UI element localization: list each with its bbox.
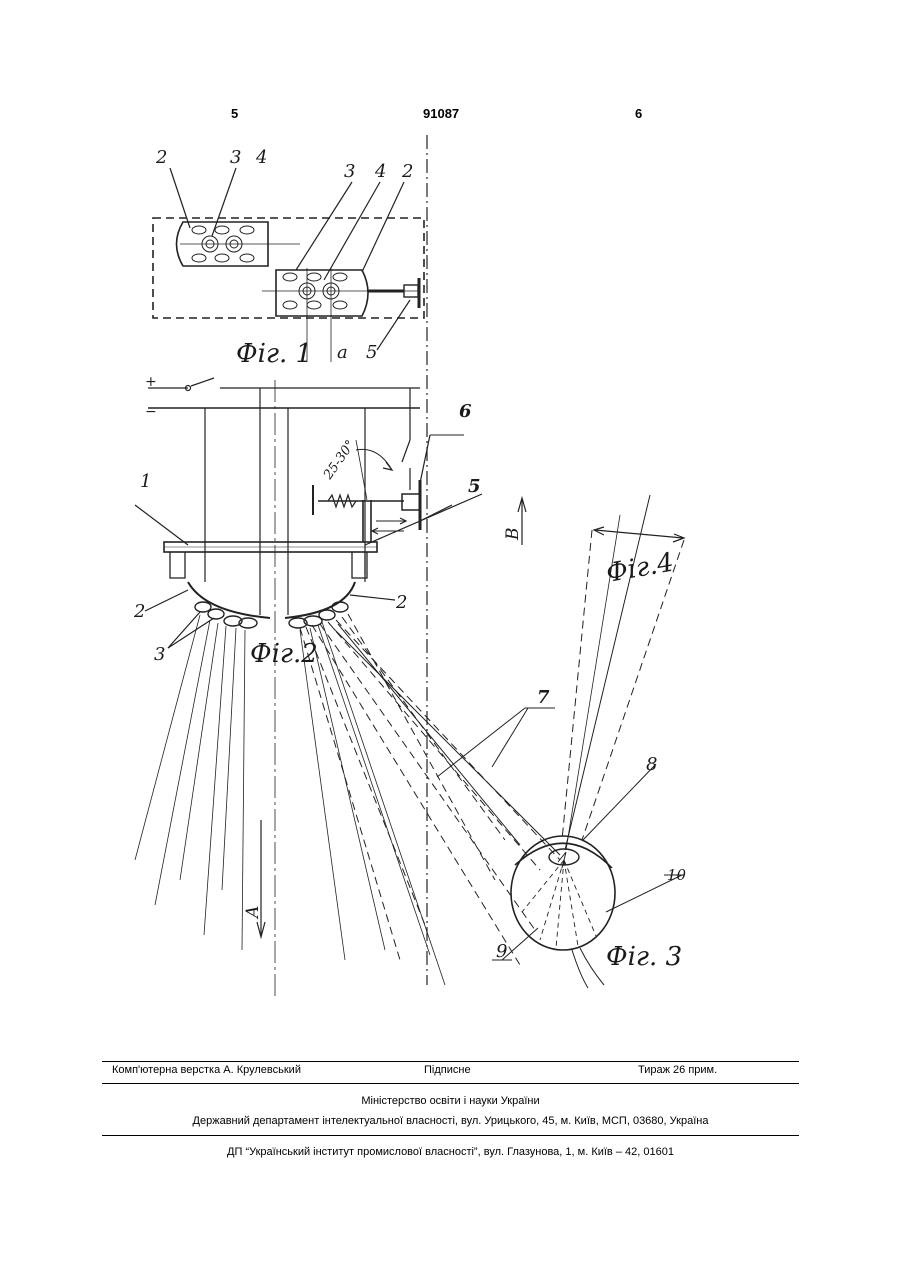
fig4-caption: Фіг.4	[604, 548, 676, 589]
light-beams-solid	[333, 624, 560, 855]
label-8: 8	[646, 754, 657, 775]
label-5-fig1: 5	[366, 342, 377, 363]
light-beams-left	[135, 615, 445, 985]
label-2-fig2-left: 2	[133, 601, 145, 622]
layout-credit: Комп'ютерна верстка А. Крулевський	[112, 1064, 301, 1076]
signed-label: Підписне	[424, 1064, 471, 1076]
label-4-fig1a: 4	[255, 147, 267, 168]
ministry: Міністерство освіти і науки України	[0, 1095, 901, 1107]
label-6: 6	[459, 401, 472, 422]
fig2-caption: Фіг.2	[250, 639, 318, 669]
footer-rule-top	[102, 1061, 799, 1062]
figure-2	[135, 378, 482, 1000]
label-minus: −	[145, 404, 157, 420]
patent-drawing: 2 3 4 3 4 2 a 5 1 6 5 2 2 3 7 8 10 9 + −…	[0, 0, 901, 1050]
label-A: A	[243, 906, 263, 920]
light-beams-dashed	[300, 614, 560, 965]
label-1: 1	[140, 471, 151, 492]
label-3-fig1b: 3	[344, 161, 355, 182]
institute: ДП “Український інститут промислової вла…	[0, 1146, 901, 1158]
label-plus: +	[145, 374, 157, 390]
label-9: 9	[496, 941, 507, 962]
department: Державний департамент інтелектуальної вл…	[0, 1115, 901, 1127]
label-3-fig2: 3	[154, 644, 165, 665]
circulation: Тираж 26 прим.	[638, 1064, 717, 1076]
figure-1	[153, 168, 424, 362]
label-5-fig2: 5	[468, 476, 481, 497]
label-4-fig1b: 4	[374, 161, 386, 182]
label-2-fig1a: 2	[155, 147, 167, 168]
label-B: B	[503, 528, 523, 542]
footer-rule-middle	[102, 1083, 799, 1084]
label-2-fig2-right: 2	[395, 592, 407, 613]
label-10: 10	[667, 866, 687, 884]
fig3-caption: Фіг. 3	[606, 942, 682, 972]
fig1-caption: Фіг. 1	[236, 339, 312, 369]
label-angle: 25-30°	[320, 438, 358, 483]
label-7: 7	[537, 687, 550, 708]
footer-rule-bottom	[102, 1135, 799, 1136]
label-a: a	[337, 342, 348, 363]
label-3-fig1a: 3	[230, 147, 241, 168]
label-2-fig1b: 2	[401, 161, 413, 182]
